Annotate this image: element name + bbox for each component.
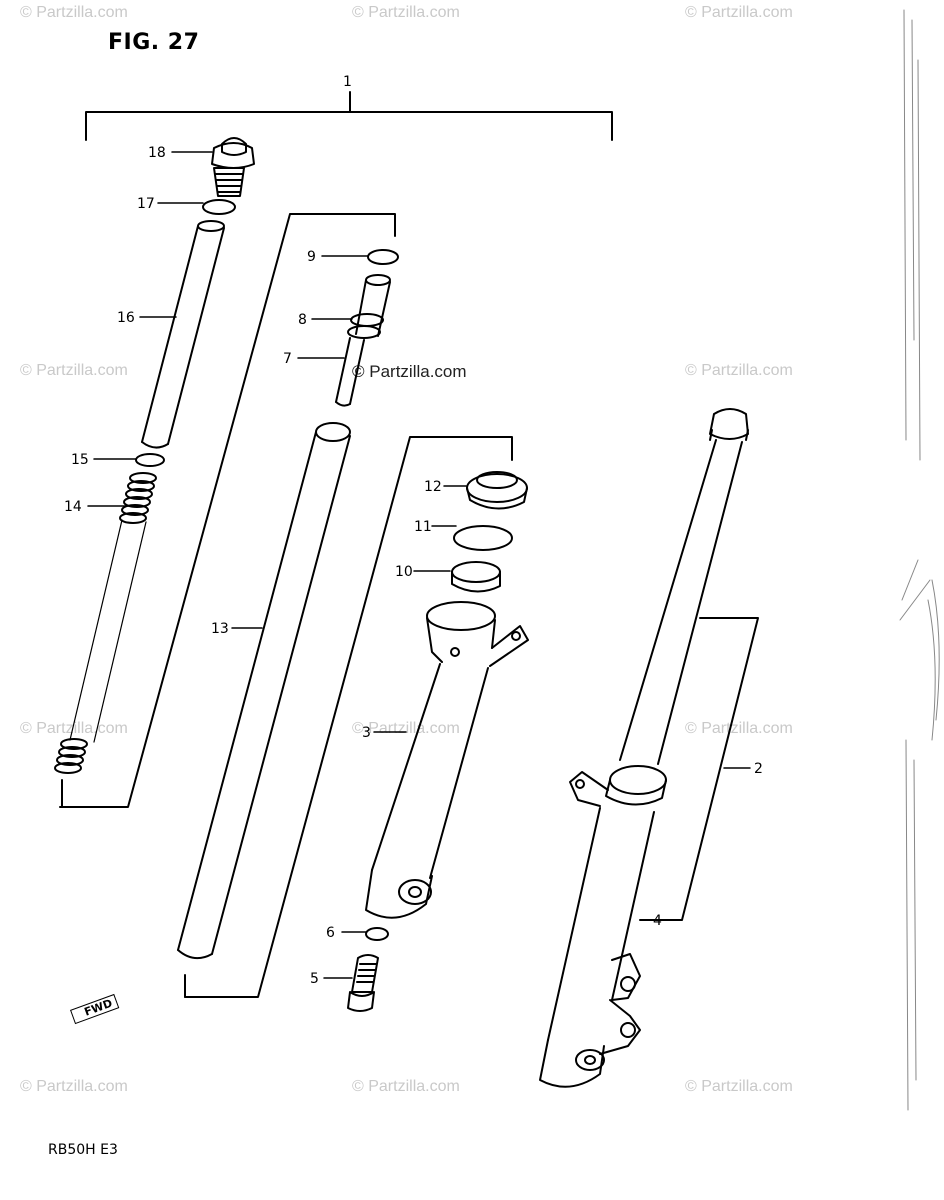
callout-2: 2	[754, 761, 763, 777]
drain-bolt-gasket	[365, 927, 389, 941]
oil-seal-stopper-ring	[453, 525, 513, 551]
watermark: © Partzilla.com	[685, 720, 793, 737]
watermark: © Partzilla.com	[352, 4, 460, 21]
callout-17: 17	[137, 196, 155, 212]
o-ring	[202, 199, 236, 215]
callout-12: 12	[424, 479, 442, 495]
watermark: © Partzilla.com	[20, 362, 128, 379]
assembly-bracket	[85, 91, 613, 141]
leader-lines	[87, 151, 751, 979]
callout-8: 8	[298, 312, 307, 328]
callout-7: 7	[283, 351, 292, 367]
callout-1: 1	[343, 74, 352, 90]
damper-piston	[347, 274, 391, 339]
callout-5: 5	[310, 971, 319, 987]
damper-rod-bolt	[347, 954, 379, 1012]
figure-title: FIG. 27	[108, 30, 200, 55]
callout-18: 18	[148, 145, 166, 161]
fork-cap-bolt	[211, 137, 255, 197]
inner-tube	[177, 422, 351, 960]
callout-13: 13	[211, 621, 229, 637]
callout-9: 9	[307, 249, 316, 265]
callout-6: 6	[326, 925, 335, 941]
spring-seat-washer	[135, 453, 165, 467]
outer-tube-left	[365, 601, 529, 919]
scan-artifacts	[899, 9, 940, 1111]
callout-11: 11	[414, 519, 432, 535]
callout-16: 16	[117, 310, 135, 326]
watermark-center: © Partzilla.com	[352, 362, 467, 381]
callout-3: 3	[362, 725, 371, 741]
watermark: © Partzilla.com	[685, 362, 793, 379]
fork-spacer-tube	[141, 220, 225, 449]
callout-14: 14	[64, 499, 82, 515]
group-outline-outer	[639, 617, 759, 921]
callout-4: 4	[653, 913, 662, 929]
watermark: © Partzilla.com	[352, 1078, 460, 1095]
watermark: © Partzilla.com	[685, 1078, 793, 1095]
watermark: © Partzilla.com	[20, 4, 128, 21]
oil-seal	[451, 561, 501, 593]
piston-ring	[367, 249, 399, 265]
callout-15: 15	[71, 452, 89, 468]
group-outline-rod	[184, 436, 513, 998]
dust-seal	[466, 471, 528, 510]
callout-10: 10	[395, 564, 413, 580]
damper-rod	[335, 337, 365, 407]
watermark: © Partzilla.com	[20, 1078, 128, 1095]
watermark: © Partzilla.com	[20, 720, 128, 737]
model-code: RB50H E3	[48, 1142, 118, 1158]
front-fork-assembly-right	[539, 408, 749, 1088]
callouts: 1 2 3 4 5 6 7 8 9 10 11 12 13 14 15 16 1…	[64, 74, 763, 987]
group-outline-inner	[59, 213, 396, 808]
fork-spring	[54, 472, 157, 774]
watermark: © Partzilla.com	[685, 4, 793, 21]
